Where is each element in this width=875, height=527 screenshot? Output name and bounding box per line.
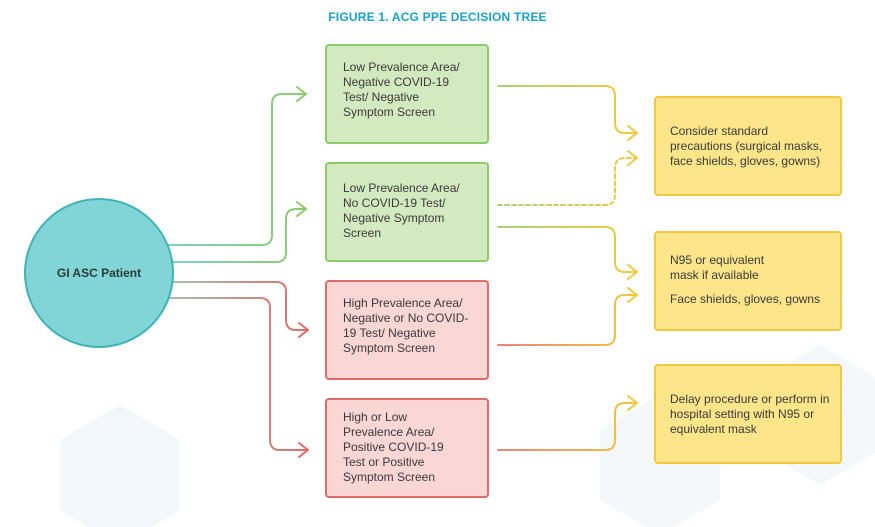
arrow-c1-to-o1 [497,85,638,134]
condition-label: High Prevalence Area/ Negative or No COV… [343,296,469,355]
arrow-to-condition-4 [154,297,309,451]
patient-node: GI ASC Patient [24,198,174,348]
condition-label: High or Low Prevalence Area/ Positive CO… [343,410,444,484]
arrow-c3-to-o2 [497,294,638,346]
figure-title: FIGURE 1. ACG PPE DECISION TREE [328,10,547,24]
condition-label: Low Prevalence Area/ No COVID-19 Test/ N… [343,181,460,240]
condition-box-4: High or Low Prevalence Area/ Positive CO… [325,398,489,498]
outcome-box-2: N95 or equivalent mask if available Face… [654,231,842,331]
arrow-c2-to-o2 [497,226,638,273]
arrow-to-condition-3 [164,281,309,331]
arrow-to-condition-2 [159,208,307,263]
outcome-box-1: Consider standard precautions (surgical … [654,96,842,196]
outcome-label-secondary: Face shields, gloves, gowns [670,292,821,306]
arrow-to-condition-1 [149,93,307,246]
outcome-label: Consider standard precautions (surgical … [670,124,823,168]
patient-node-label: GI ASC Patient [56,266,142,280]
arrow-c2-to-o1-dashed [497,157,638,206]
condition-box-3: High Prevalence Area/ Negative or No COV… [325,280,489,380]
outcome-label: Delay procedure or perform in hospital s… [670,392,830,436]
condition-box-2: Low Prevalence Area/ No COVID-19 Test/ N… [325,162,489,262]
outcome-box-3: Delay procedure or perform in hospital s… [654,364,842,464]
condition-label: Low Prevalence Area/ Negative COVID-19 T… [343,60,460,119]
arrow-c4-to-o3 [497,402,638,451]
outcome-label-primary: N95 or equivalent mask if available [670,253,765,282]
condition-box-1: Low Prevalence Area/ Negative COVID-19 T… [325,44,489,144]
